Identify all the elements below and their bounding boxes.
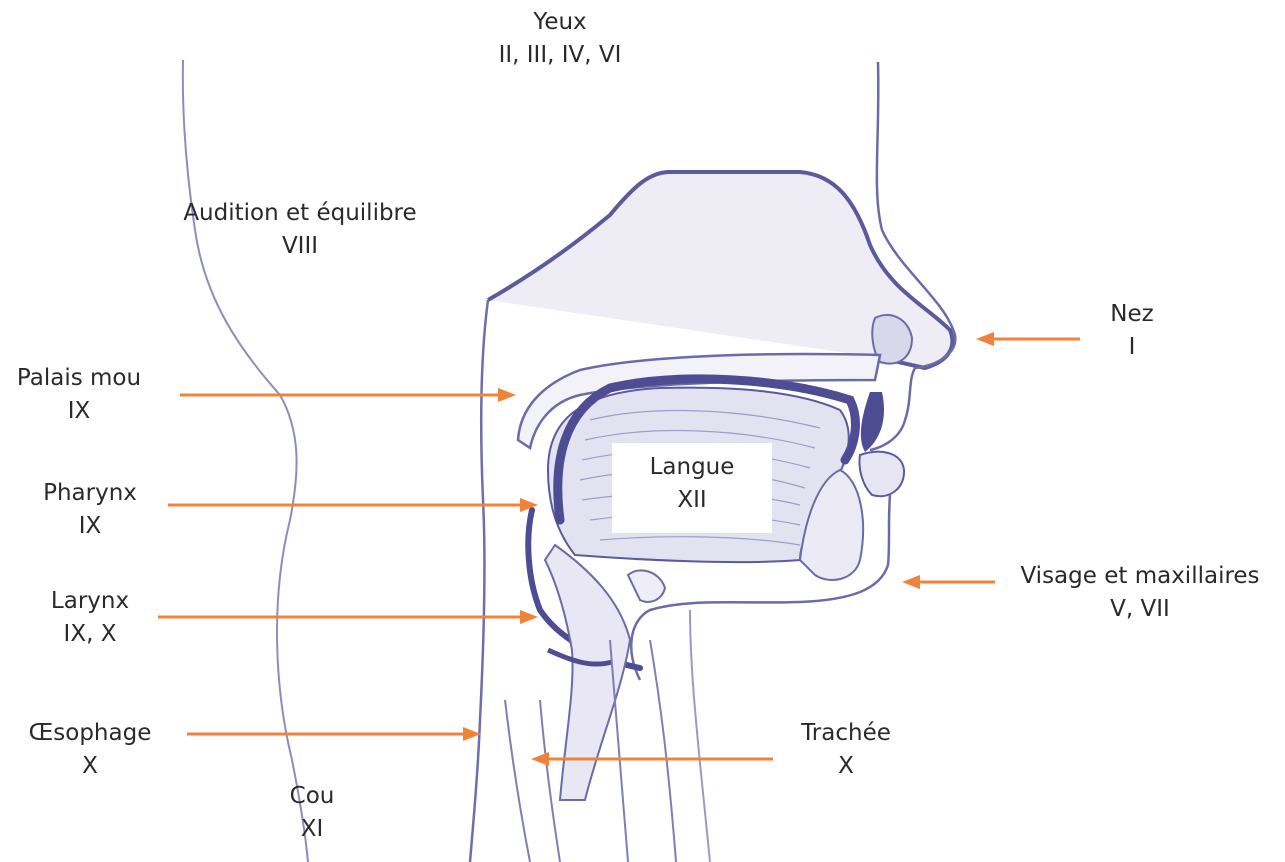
pharynx-back-wall — [470, 300, 488, 862]
label-cou-nerves: XI — [262, 813, 362, 846]
arrow-palais-mou-head — [498, 388, 516, 402]
nose-profile — [870, 62, 955, 450]
label-nez-nerves: I — [1082, 331, 1182, 364]
label-langue-name: Langue — [612, 451, 772, 484]
label-audition-nerves: VIII — [150, 230, 450, 263]
label-nez-name: Nez — [1082, 298, 1182, 331]
label-langue: Langue XII — [612, 443, 772, 533]
lower-lip — [860, 452, 905, 496]
neck-front — [690, 610, 710, 862]
label-yeux-name: Yeux — [460, 6, 660, 39]
label-larynx: Larynx IX, X — [20, 585, 160, 651]
label-nez: Nez I — [1082, 298, 1182, 364]
arrow-visage-head — [902, 575, 920, 589]
label-trachee-name: Trachée — [776, 717, 916, 750]
label-trachee: Trachée X — [776, 717, 916, 783]
label-visage-nerves: V, VII — [1005, 593, 1275, 626]
label-oesophage-name: Œsophage — [10, 717, 170, 750]
label-trachee-nerves: X — [776, 750, 916, 783]
arrow-larynx-head — [520, 610, 538, 624]
label-cou-name: Cou — [262, 780, 362, 813]
label-yeux-nerves: II, III, IV, VI — [460, 39, 660, 72]
label-langue-nerves: XII — [612, 484, 772, 517]
arrow-nez-head — [976, 332, 994, 346]
label-audition: Audition et équilibre VIII — [150, 197, 450, 263]
label-palais-mou-nerves: IX — [0, 395, 158, 428]
label-pharynx-name: Pharynx — [20, 477, 160, 510]
label-visage: Visage et maxillaires V, VII — [1005, 560, 1275, 626]
label-pharynx-nerves: IX — [20, 510, 160, 543]
label-larynx-nerves: IX, X — [20, 618, 160, 651]
label-larynx-name: Larynx — [20, 585, 160, 618]
label-yeux: Yeux II, III, IV, VI — [460, 6, 660, 72]
larynx — [545, 545, 630, 800]
label-palais-mou-name: Palais mou — [0, 362, 158, 395]
label-visage-name: Visage et maxillaires — [1005, 560, 1275, 593]
esophagus — [505, 700, 560, 862]
label-oesophage: Œsophage X — [10, 717, 170, 783]
label-audition-name: Audition et équilibre — [150, 197, 450, 230]
label-pharynx: Pharynx IX — [20, 477, 160, 543]
label-oesophage-nerves: X — [10, 750, 170, 783]
head-back-outline — [183, 60, 308, 862]
label-palais-mou: Palais mou IX — [0, 362, 158, 428]
arrow-trachee-head — [531, 752, 549, 766]
label-cou: Cou XI — [262, 780, 362, 846]
upper-lip — [861, 392, 884, 452]
hyoid — [628, 570, 665, 602]
